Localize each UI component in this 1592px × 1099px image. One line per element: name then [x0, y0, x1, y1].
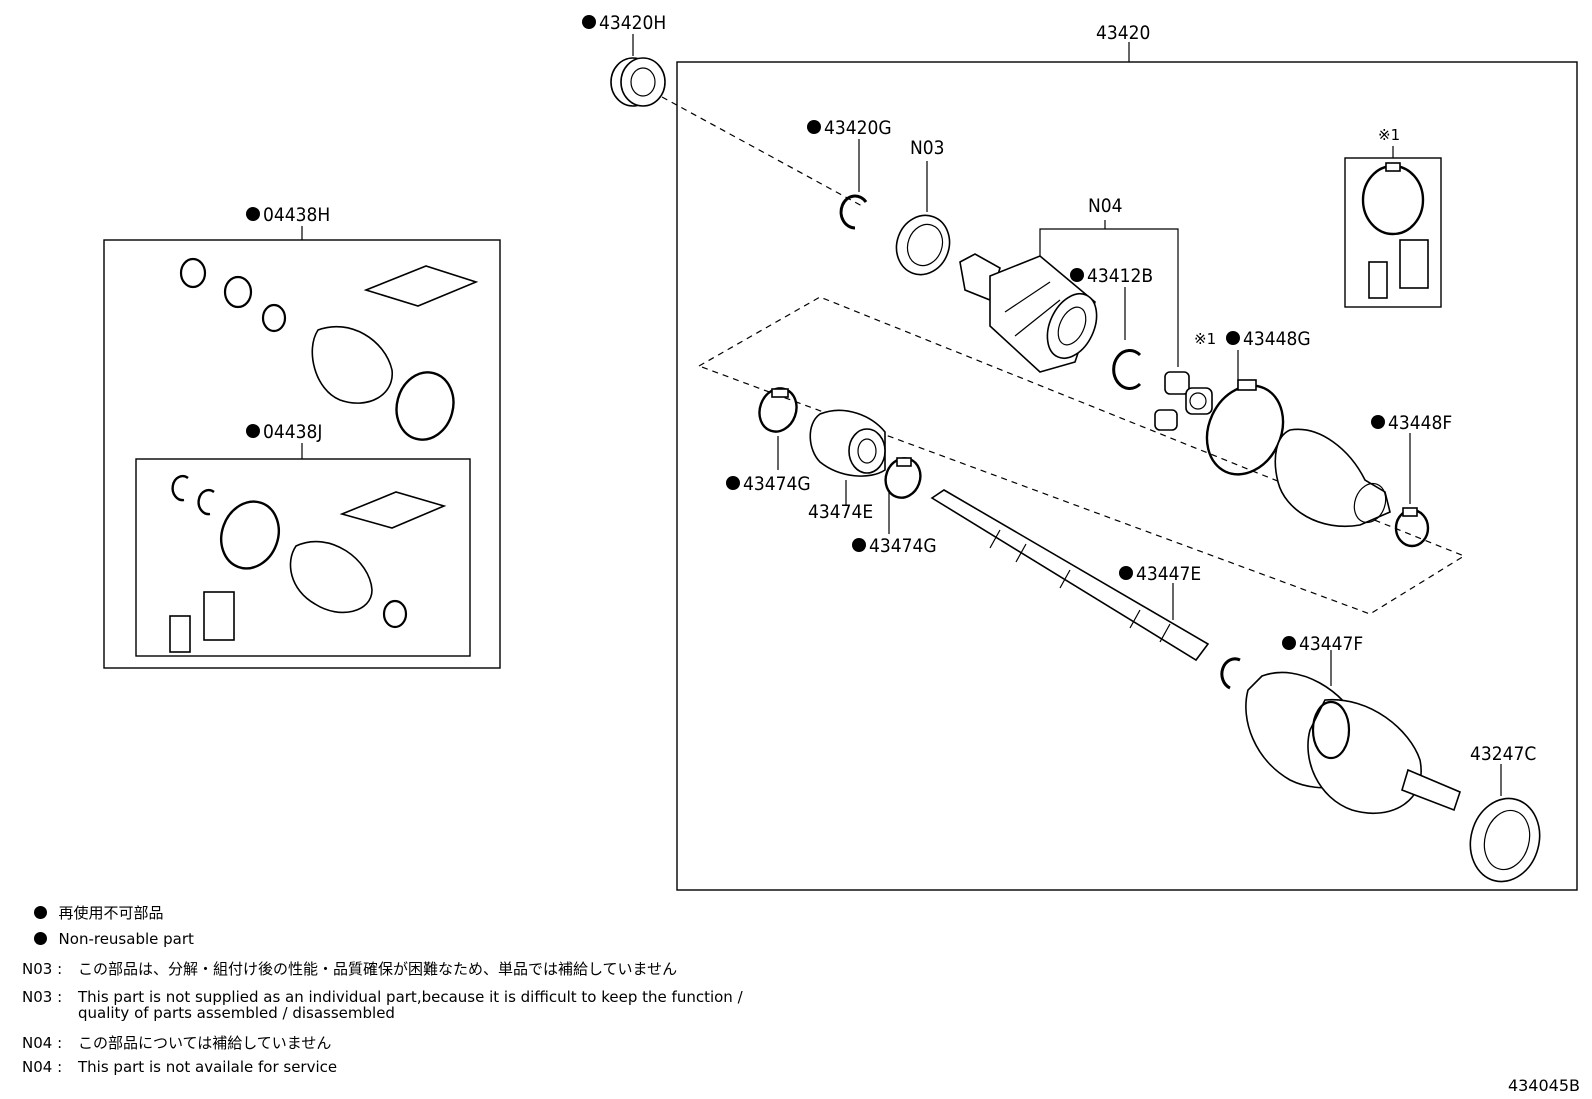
snap-ring-43420G-part [839, 194, 868, 230]
circlip-43412B-part [1112, 349, 1142, 390]
kit-frame-04438J [135, 458, 471, 657]
callout-x1-mid: ※1 [1194, 330, 1216, 348]
tripod-joint-part [1154, 371, 1213, 431]
legend-en-text: Non-reusable part [58, 930, 194, 948]
leader-lines [301, 34, 1502, 796]
outboard-joint-part [1245, 671, 1461, 815]
note-text: この部品は、分解・組付け後の性能・品質確保が困難なため、単品では補給していません [78, 960, 678, 978]
diagram-id: 434045B [1507, 1076, 1580, 1095]
callout-x1-top: ※1 [1378, 126, 1400, 144]
callout-04438J: 04438J [263, 421, 322, 443]
boot-43420H-part [610, 57, 666, 107]
dashed-link-43420H [661, 96, 863, 207]
callout-04438H: 04438H [263, 204, 330, 226]
snap-ring-43447E-part [1220, 657, 1241, 690]
legend-en: Non-reusable part [24, 912, 194, 948]
boot-clamp-43474G-lower-part [884, 457, 922, 499]
drive-shaft-part [930, 489, 1210, 662]
note-code: N03 : [22, 988, 63, 1006]
bullet-icon [33, 906, 47, 919]
legend-jp: 再使用不可部品 [24, 886, 164, 922]
boot-clamp-43474G-upper-part [758, 387, 798, 433]
inboard-boot-part [1274, 428, 1391, 528]
legend-jp-text: 再使用不可部品 [58, 904, 164, 922]
kit-04438J-contents-part [169, 474, 447, 653]
callout-43474G-lower: 43474G [869, 535, 937, 557]
callout-43474E: 43474E [808, 501, 873, 523]
callout-43247C: 43247C [1470, 743, 1536, 765]
oil-seal-N03-part [895, 214, 951, 276]
note-n03-jp: N03 : この部品は、分解・組付け後の性能・品質確保が困難なため、単品では補給し… [22, 961, 677, 977]
callout-43448G: 43448G [1243, 328, 1311, 350]
x1-kit-contents-part [1361, 162, 1429, 299]
assembly-frame-43420 [676, 61, 1578, 891]
note-text: この部品については補給していません [78, 1034, 332, 1052]
bullet-icon [33, 932, 47, 945]
callout-43448F: 43448F [1388, 412, 1452, 434]
note-n03-en: N03 : This part is not supplied as an ind… [22, 989, 743, 1021]
callout-43447E: 43447E [1136, 563, 1201, 585]
note-text: This part is not availale for service [78, 1058, 338, 1076]
callout-43412B: 43412B [1087, 265, 1153, 287]
callout-43420: 43420 [1096, 22, 1150, 44]
note-code: N03 : [22, 960, 63, 978]
callout-43420G: 43420G [824, 117, 892, 139]
inboard-joint-housing-N04-part [959, 253, 1098, 373]
note-n04-jp: N04 : この部品については補給していません [22, 1035, 331, 1051]
callout-N03: N03 [910, 137, 945, 159]
callout-N04: N04 [1088, 195, 1123, 217]
callout-43447F: 43447F [1299, 633, 1363, 655]
dust-seal-43247C-part [1469, 797, 1541, 883]
note-code: N04 : [22, 1034, 63, 1052]
callout-43474G-upper: 43474G [743, 473, 811, 495]
note-n04-en: N04 : This part is not availale for servi… [22, 1059, 337, 1075]
kit-frame-dashed [697, 296, 1466, 615]
callout-43420H: 43420H [599, 12, 666, 34]
note-text: This part is not supplied as an individu… [78, 988, 743, 1022]
boot-clamp-43448F-part [1394, 507, 1430, 548]
kit-04438H-contents-part [179, 257, 479, 441]
boot-43474E-part [809, 409, 886, 477]
note-code: N04 : [22, 1058, 63, 1076]
non-reusable-bullets [246, 15, 1385, 650]
